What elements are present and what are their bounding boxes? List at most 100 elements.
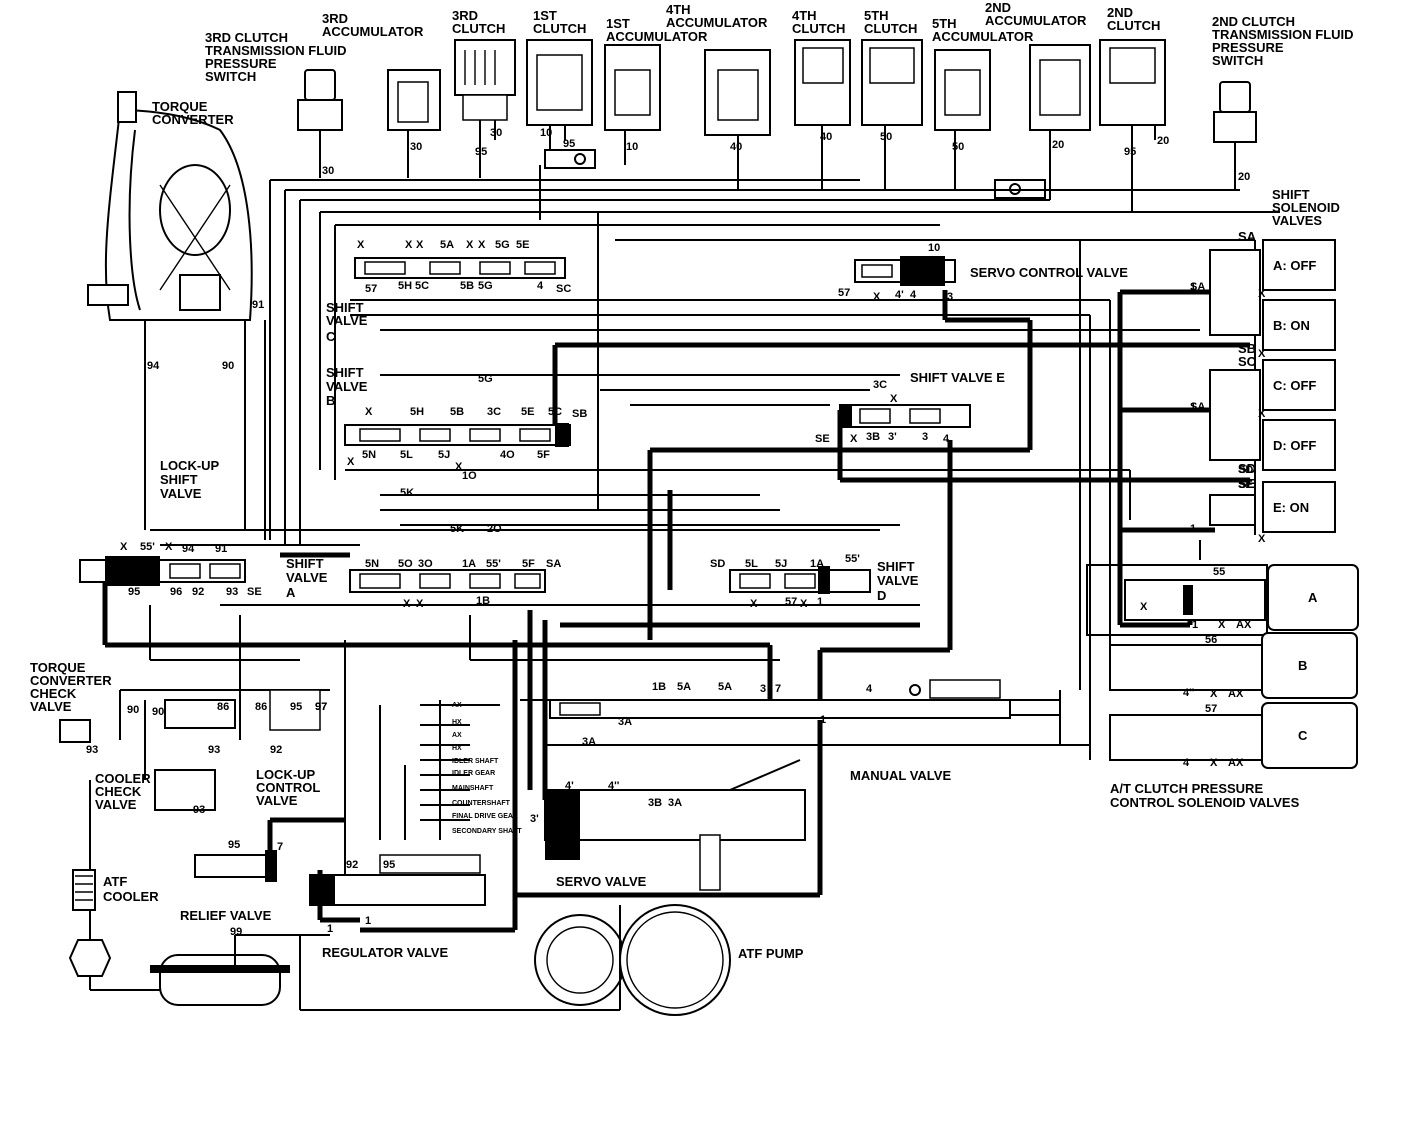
port-code: 3' (888, 431, 897, 443)
shift-valve-a-label-2: VALVE (286, 570, 328, 585)
port-code: SE (815, 433, 830, 445)
port-code: 1 (820, 714, 826, 726)
tiny-label: IDLER SHAFT (452, 758, 499, 765)
accumulator3-label-1: 3RD (322, 11, 348, 26)
clutch3-pressure-switch (297, 69, 343, 178)
port-code: SE (1238, 479, 1253, 491)
port-code: SA (546, 558, 561, 570)
clutch5-label-1: 5TH (864, 8, 889, 23)
port-code: 5E (521, 406, 534, 418)
port-code: 57 (365, 283, 377, 295)
port-code: 4' (565, 780, 574, 792)
port-code: SA (1190, 281, 1205, 293)
port-code: 5A (677, 681, 691, 693)
tc-check-valve-label-1: TORQUE (30, 660, 86, 675)
port-code: X (455, 461, 463, 473)
port-code: 93 (208, 744, 220, 756)
accumulator5 (934, 49, 991, 190)
port-code: 55' (486, 558, 501, 570)
atf-cooler-label-1: ATF (103, 874, 127, 889)
clutch3-switch-label-3: PRESSURE (205, 56, 277, 71)
port-codes-mid: X 5H 5B 3C 5E 5C SB 5G 3C X SE X 3B 3' 3… (347, 281, 1266, 545)
port-code: 30 (490, 127, 502, 139)
lockup-shift-valve-body (79, 556, 246, 586)
solenoid-d: D: OFF (1262, 419, 1336, 471)
port-code: 57 (785, 596, 797, 608)
port-code: 57 (838, 287, 850, 299)
port-code: 1A (462, 558, 476, 570)
port-code: 1 (1190, 401, 1196, 413)
solenoid-e-label: E: ON (1273, 500, 1309, 515)
tiny-label: COUNTERSHAFT (452, 800, 511, 807)
port-code: 55 (1213, 566, 1225, 578)
port-code: 86 (255, 701, 267, 713)
shift-valve-c-label-1: SHIFT (326, 300, 364, 315)
clutch3-switch-label-1: 3RD CLUTCH (205, 30, 288, 45)
port-code: X (357, 239, 365, 251)
shift-solenoid-group: A: OFF B: ON C: OFF D: OFF E: ON SA SB S… (1209, 229, 1336, 535)
port-code: X (347, 456, 355, 468)
port-code: 95 (563, 138, 575, 150)
port-code: X (165, 541, 173, 553)
shift-valve-e-label: SHIFT VALVE E (910, 370, 1005, 385)
port-code: X (416, 598, 424, 610)
port-code: 5G (478, 280, 493, 292)
port-code: 5N (365, 558, 379, 570)
port-code: 55' (845, 553, 860, 565)
port-code: X (1258, 288, 1266, 300)
tiny-label: HX (452, 745, 462, 752)
clutch4 (794, 39, 851, 190)
clutch2-switch-label-3: PRESSURE (1212, 40, 1284, 55)
port-code: 90 (222, 360, 234, 372)
port-code: 5L (400, 449, 413, 461)
port-code: 4O (500, 449, 515, 461)
port-code: 5A (718, 681, 732, 693)
accumulator2-label-1: 2ND (985, 0, 1011, 15)
accumulator4 (704, 49, 771, 190)
port-code: 5G (495, 239, 510, 251)
port-code: SD (1238, 464, 1253, 476)
port-codes-upper-mid: X X X 5A X X 5G 5E 57 5H 5C 5B 5G 4 SC 1… (357, 239, 1266, 413)
lockup-control-valve-label-2: CONTROL (256, 780, 320, 795)
port-code: SA (1190, 401, 1205, 413)
port-code: 30 (322, 165, 334, 177)
port-code: 94 (182, 543, 195, 555)
port-code: 3A (582, 736, 596, 748)
tc-check-valve-label-2: CONVERTER (30, 673, 112, 688)
gear-labels: AX HX AX HX IDLER SHAFT IDLER GEAR MAINS… (452, 702, 522, 835)
port-code: X (1258, 348, 1266, 360)
port-code: X (873, 291, 881, 303)
port-code: 5C (548, 406, 562, 418)
port-code: X (416, 239, 424, 251)
port-code: 86 (217, 701, 229, 713)
solenoid-c: C: OFF (1262, 359, 1336, 411)
solenoid-a-tag: SA (1238, 229, 1257, 244)
clutch2-pressure-switch (1213, 81, 1257, 190)
clutch4-label-1: 4TH (792, 8, 817, 23)
clutch3-label-1: 3RD (452, 8, 478, 23)
accumulator3-label-2: ACCUMULATOR (322, 24, 424, 39)
port-code: 3 (922, 431, 928, 443)
clutch3 (454, 39, 516, 178)
cooler-check-valve-label-3: VALVE (95, 797, 137, 812)
shift-solenoid-label-2: SOLENOID (1272, 200, 1340, 215)
port-code: 3 (760, 683, 766, 695)
port-code: 5J (775, 558, 787, 570)
shift-valve-b-label-3: B (326, 393, 335, 408)
clutch2-label-1: 2ND (1107, 5, 1133, 20)
clutch1-label-1: 1ST (533, 8, 557, 23)
solenoid-b-label: B: ON (1273, 318, 1310, 333)
port-code: 55' (140, 541, 155, 553)
port-code: 4'' (1183, 687, 1195, 699)
tiny-label: AX (452, 702, 462, 709)
solenoid-b: B: ON (1262, 299, 1336, 351)
port-code: X (890, 393, 898, 405)
port-code: 92 (192, 586, 204, 598)
port-code: 93 (193, 804, 205, 816)
shift-valve-b-body (344, 423, 571, 447)
port-code: 5C (415, 280, 429, 292)
port-code: 92 (270, 744, 282, 756)
port-code: X (750, 598, 758, 610)
cooler-check-valve-body (59, 719, 216, 811)
cooler-check-valve-label-1: COOLER (95, 771, 151, 786)
